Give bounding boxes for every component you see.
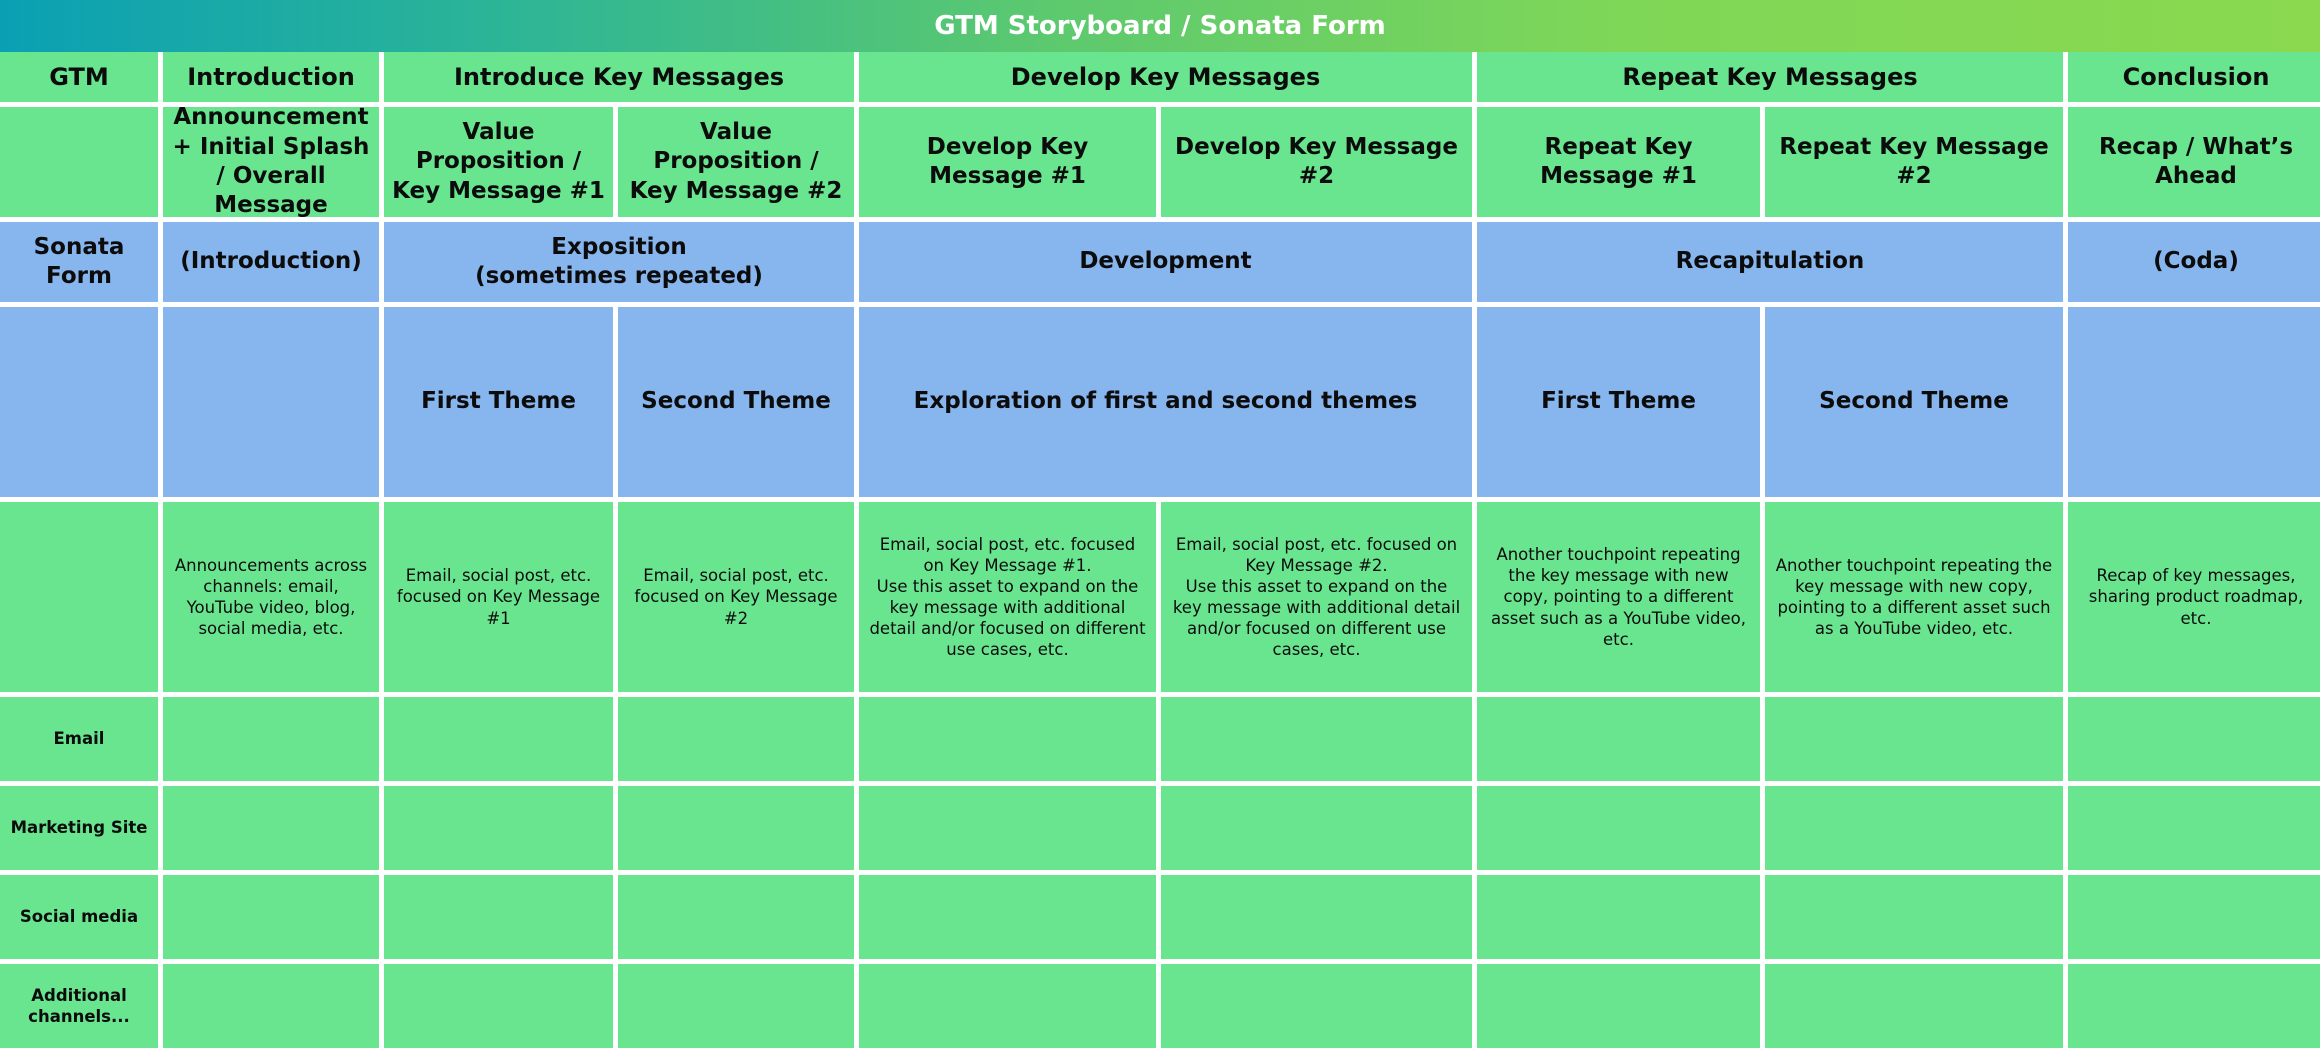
detail-develop-1: Develop Key Message #1	[859, 107, 1156, 217]
theme-first: First Theme	[384, 307, 613, 497]
channel-cell	[384, 964, 613, 1048]
empty-cell	[0, 107, 158, 217]
theme-recap-second: Second Theme	[1765, 307, 2063, 497]
detail-repeat-2: Repeat Key Message #2	[1765, 107, 2063, 217]
channel-cell	[1161, 786, 1472, 870]
empty-cell	[163, 307, 379, 497]
channel-cell	[1765, 786, 2063, 870]
desc-develop-2: Email, social post, etc. focused on Key …	[1161, 502, 1472, 692]
sonata-introduction: (Introduction)	[163, 222, 379, 302]
channel-cell	[1477, 697, 1760, 781]
sonata-exposition: Exposition (sometimes repeated)	[384, 222, 854, 302]
desc-value-prop-2: Email, social post, etc. focused on Key …	[618, 502, 854, 692]
channel-cell	[1765, 697, 2063, 781]
channel-cell	[163, 697, 379, 781]
empty-cell	[2068, 307, 2320, 497]
channel-cell	[618, 786, 854, 870]
header-conclusion: Conclusion	[2068, 52, 2320, 102]
storyboard-grid: GTM Introduction Introduce Key Messages …	[0, 52, 2320, 1048]
channel-cell	[1477, 786, 1760, 870]
page-title: GTM Storyboard / Sonata Form	[0, 0, 2320, 52]
theme-exploration: Exploration of first and second themes	[859, 307, 1472, 497]
channel-cell	[859, 875, 1156, 959]
channel-cell	[1161, 964, 1472, 1048]
channel-cell	[1765, 875, 2063, 959]
empty-cell	[0, 502, 158, 692]
channel-cell	[1477, 964, 1760, 1048]
channel-cell	[1477, 875, 1760, 959]
channel-label-social-media: Social media	[0, 875, 158, 959]
header-develop-key-messages: Develop Key Messages	[859, 52, 1472, 102]
channel-cell	[384, 786, 613, 870]
channel-cell	[163, 964, 379, 1048]
sonata-recapitulation: Recapitulation	[1477, 222, 2063, 302]
row-label-sonata-form: Sonata Form	[0, 222, 158, 302]
desc-repeat-2: Another touchpoint repeating the key mes…	[1765, 502, 2063, 692]
channel-cell	[2068, 875, 2320, 959]
channel-cell	[163, 875, 379, 959]
channel-cell	[163, 786, 379, 870]
desc-repeat-1: Another touchpoint repeating the key mes…	[1477, 502, 1760, 692]
desc-value-prop-1: Email, social post, etc. focused on Key …	[384, 502, 613, 692]
detail-recap: Recap / What’s Ahead	[2068, 107, 2320, 217]
channel-cell	[2068, 786, 2320, 870]
header-introduction: Introduction	[163, 52, 379, 102]
detail-develop-2: Develop Key Message #2	[1161, 107, 1472, 217]
channel-cell	[1161, 875, 1472, 959]
channel-cell	[2068, 697, 2320, 781]
channel-label-additional: Additional channels...	[0, 964, 158, 1048]
channel-cell	[618, 964, 854, 1048]
channel-cell	[859, 697, 1156, 781]
row-label-gtm: GTM	[0, 52, 158, 102]
desc-develop-1: Email, social post, etc. focused on Key …	[859, 502, 1156, 692]
detail-repeat-1: Repeat Key Message #1	[1477, 107, 1760, 217]
channel-cell	[618, 875, 854, 959]
detail-announcement: Announcement + Initial Splash / Overall …	[163, 104, 379, 218]
theme-recap-first: First Theme	[1477, 307, 1760, 497]
channel-cell	[618, 697, 854, 781]
sonata-coda: (Coda)	[2068, 222, 2320, 302]
desc-introduction: Announcements across channels: email, Yo…	[163, 502, 379, 692]
header-repeat-key-messages: Repeat Key Messages	[1477, 52, 2063, 102]
channel-cell	[384, 697, 613, 781]
channel-cell	[859, 964, 1156, 1048]
channel-cell	[1161, 697, 1472, 781]
channel-cell	[859, 786, 1156, 870]
detail-value-prop-1: Value Proposition / Key Message #1	[384, 107, 613, 217]
header-introduce-key-messages: Introduce Key Messages	[384, 52, 854, 102]
empty-cell	[0, 307, 158, 497]
channel-label-email: Email	[0, 697, 158, 781]
desc-conclusion: Recap of key messages, sharing product r…	[2068, 502, 2320, 692]
detail-value-prop-2: Value Proposition / Key Message #2	[618, 107, 854, 217]
channel-cell	[384, 875, 613, 959]
theme-second: Second Theme	[618, 307, 854, 497]
channel-cell	[2068, 964, 2320, 1048]
sonata-development: Development	[859, 222, 1472, 302]
channel-label-marketing-site: Marketing Site	[0, 786, 158, 870]
channel-cell	[1765, 964, 2063, 1048]
